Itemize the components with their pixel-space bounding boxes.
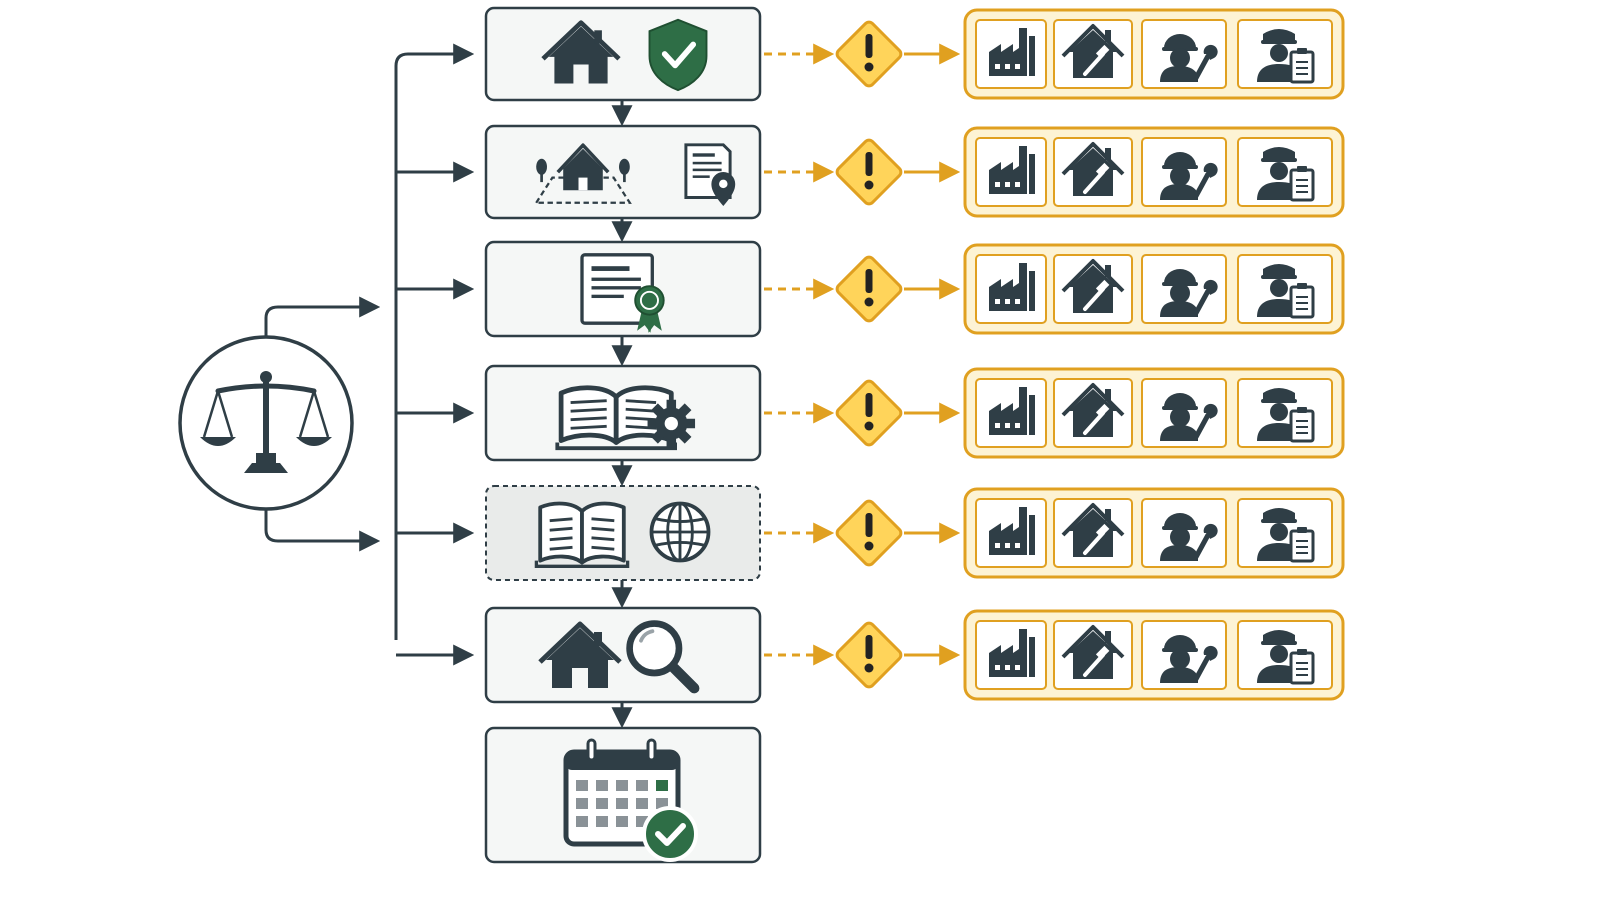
factory-icon [989,629,1035,677]
warning-column [764,20,961,689]
warning-diamond-icon [835,20,903,88]
manual-settings-icon [555,385,696,451]
house-icon [541,20,621,84]
open-book-icon [534,501,630,568]
stakeholder-panel-1 [963,8,1345,100]
worker-wrench-icon [1160,152,1218,200]
globe-icon [649,501,711,563]
source-arrow-upper [264,296,381,337]
stakeholder-panel-6 [963,609,1345,701]
step-box [484,6,762,102]
house-icon [538,621,622,688]
inspector-clipboard-icon [1257,508,1315,563]
calendar-check-icon [563,738,698,862]
process-step-6 [484,606,762,704]
stakeholder-panel-2 [963,126,1345,218]
process-step-2 [484,124,762,220]
warning-diamond-icon [835,499,903,567]
inspector-clipboard-icon [1257,388,1315,443]
worker-wrench-icon [1160,513,1218,561]
shield-check-icon [648,18,708,92]
worker-wrench-icon [1160,269,1218,317]
source-arrow-lower [264,509,381,552]
connector-lines [264,43,633,729]
factory-icon [989,387,1035,435]
factory-icon [989,507,1035,555]
stakeholder-panel-4 [963,367,1345,459]
factory-icon [989,263,1035,311]
process-step-1 [484,6,762,102]
property-plot-icon [534,143,632,204]
inspector-clipboard-icon [1257,264,1315,319]
source-node [178,335,354,511]
stakeholder-panel-3 [963,243,1345,335]
process-step-7 [484,726,762,864]
scales-of-justice-icon [200,371,332,473]
house-repair-icon [1061,24,1125,78]
inspector-clipboard-icon [1257,630,1315,685]
document-location-icon [684,143,736,206]
process-step-3 [484,240,762,338]
worker-wrench-icon [1160,635,1218,683]
house-repair-icon [1061,503,1125,557]
warning-diamond-icon [835,138,903,206]
magnifier-icon [626,620,700,694]
process-step-5 [485,485,761,581]
process-step-4 [484,364,762,462]
worker-wrench-icon [1160,34,1218,82]
stakeholder-panels [963,8,1345,701]
house-repair-icon [1061,625,1125,679]
warning-diamond-icon [835,255,903,323]
factory-icon [989,146,1035,194]
inspector-clipboard-icon [1257,147,1315,202]
branch-arrow-1 [394,43,475,67]
inspector-clipboard-icon [1257,29,1315,84]
warning-diamond-icon [835,379,903,447]
factory-icon [989,28,1035,76]
certificate-icon [580,253,665,333]
house-repair-icon [1061,259,1125,313]
process-steps [484,6,762,864]
worker-wrench-icon [1160,393,1218,441]
house-repair-icon [1061,383,1125,437]
house-repair-icon [1061,142,1125,196]
step-box [484,606,762,704]
stakeholder-panel-5 [963,487,1345,579]
warning-diamond-icon [835,621,903,689]
